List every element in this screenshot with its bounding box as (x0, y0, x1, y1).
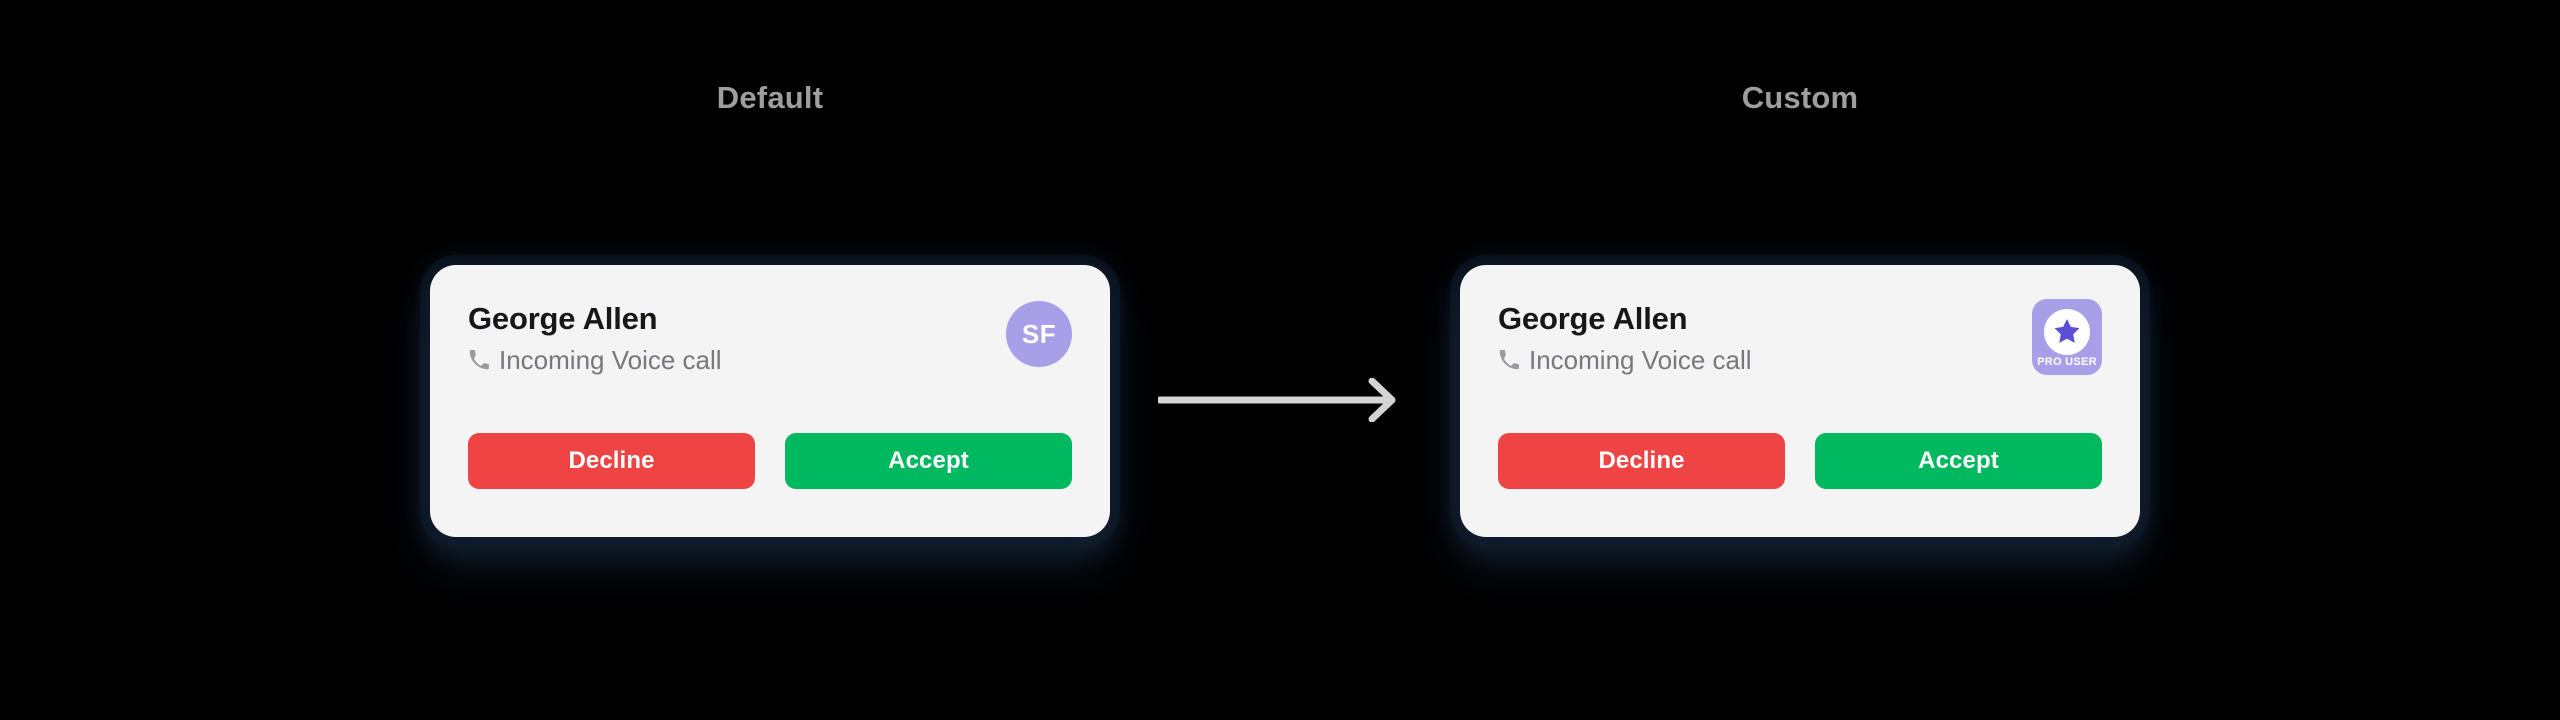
call-status-text: Incoming Voice call (1529, 344, 1752, 375)
avatar: SF (1006, 301, 1072, 367)
card-header: George Allen Incoming Voice call SF (468, 299, 1072, 407)
incoming-call-card-custom: George Allen Incoming Voice call (1460, 265, 2140, 537)
pro-user-badge-label: PRO USER (2037, 355, 2097, 368)
accept-button[interactable]: Accept (1815, 433, 2102, 489)
section-label-custom: Custom (1741, 80, 1859, 115)
call-status-text: Incoming Voice call (499, 344, 722, 375)
section-label-default: Default (716, 80, 824, 115)
call-actions: Decline Accept (468, 433, 1072, 489)
decline-button[interactable]: Decline (468, 433, 755, 489)
call-actions: Decline Accept (1498, 433, 2102, 489)
accept-button[interactable]: Accept (785, 433, 1072, 489)
badge-icon-circle (2044, 308, 2090, 355)
caller-info: George Allen Incoming Voice call (468, 299, 722, 374)
caller-name: George Allen (468, 301, 658, 336)
arrow-right-icon (1158, 378, 1408, 422)
star-icon (2052, 317, 2082, 347)
phone-icon (1498, 349, 1520, 371)
phone-icon (468, 349, 490, 371)
card-header: George Allen Incoming Voice call (1498, 299, 2102, 407)
caller-info: George Allen Incoming Voice call (1498, 299, 1752, 374)
call-status-row: Incoming Voice call (468, 346, 722, 375)
avatar-initials: SF (1021, 318, 1057, 349)
incoming-call-card-default: George Allen Incoming Voice call SF Decl… (430, 265, 1110, 537)
call-status-row: Incoming Voice call (1498, 346, 1752, 375)
decline-button[interactable]: Decline (1498, 433, 1785, 489)
pro-user-badge: PRO USER (2032, 299, 2102, 375)
caller-name: George Allen (1498, 301, 1688, 336)
